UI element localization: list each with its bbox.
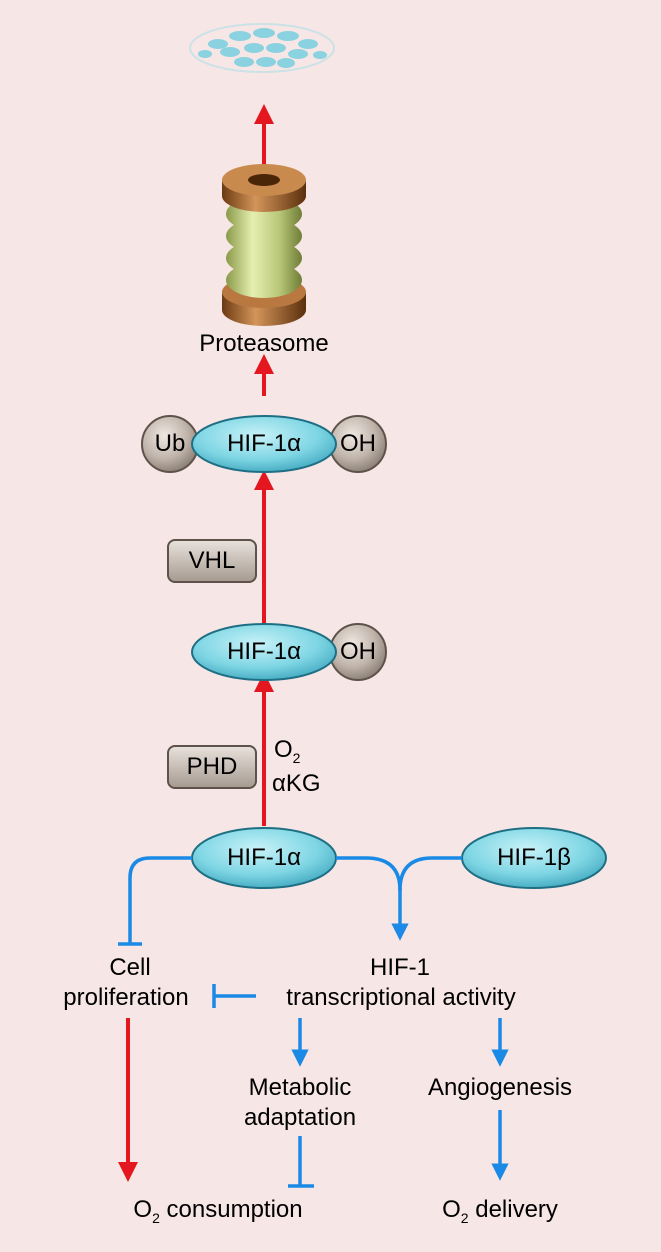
phd-box <box>167 745 257 789</box>
hif1a-node-middle <box>191 623 337 681</box>
o2-consumption-label: O2 consumption <box>133 1196 303 1226</box>
inhibit-hif1a-to-proliferation <box>128 856 192 944</box>
hif1a-label-bottom: HIF-1α <box>227 844 301 871</box>
cell-proliferation-line1: Cell <box>109 954 151 981</box>
oh-label-middle: OH <box>340 638 376 665</box>
hif1a-label-middle: HIF-1α <box>227 638 301 665</box>
metabolic-line2: adaptation <box>243 1104 357 1131</box>
cell-proliferation-line2: proliferation <box>63 984 189 1011</box>
metabolic-line1: Metabolic <box>248 1074 352 1101</box>
blue-pathways <box>118 856 509 1188</box>
connector-hif1b-dimer <box>398 856 462 891</box>
o2-delivery-label: O2 delivery <box>442 1196 558 1226</box>
phd-label: PHD <box>186 753 238 780</box>
hif1b-label: HIF-1β <box>497 844 571 871</box>
vhl-label: VHL <box>188 547 236 574</box>
hif1a-node-top <box>191 415 337 473</box>
proteasome-icon <box>222 164 306 326</box>
akg-cofactor-label: αKG <box>272 770 321 797</box>
o2-cofactor-label: O2 <box>274 736 301 766</box>
peptide-fragments-icon <box>189 23 335 73</box>
connector-hif1a-dimer <box>336 856 402 891</box>
hif1-line2: transcriptional activity <box>286 984 516 1011</box>
hif1-line1: HIF-1 <box>370 954 430 981</box>
oh-label-top: OH <box>340 430 376 457</box>
ub-label: Ub <box>154 430 186 457</box>
vhl-box <box>167 539 257 583</box>
hif1a-label-top: HIF-1α <box>227 430 301 457</box>
angiogenesis-label: Angiogenesis <box>427 1074 573 1101</box>
proteasome-label: Proteasome <box>199 330 329 357</box>
